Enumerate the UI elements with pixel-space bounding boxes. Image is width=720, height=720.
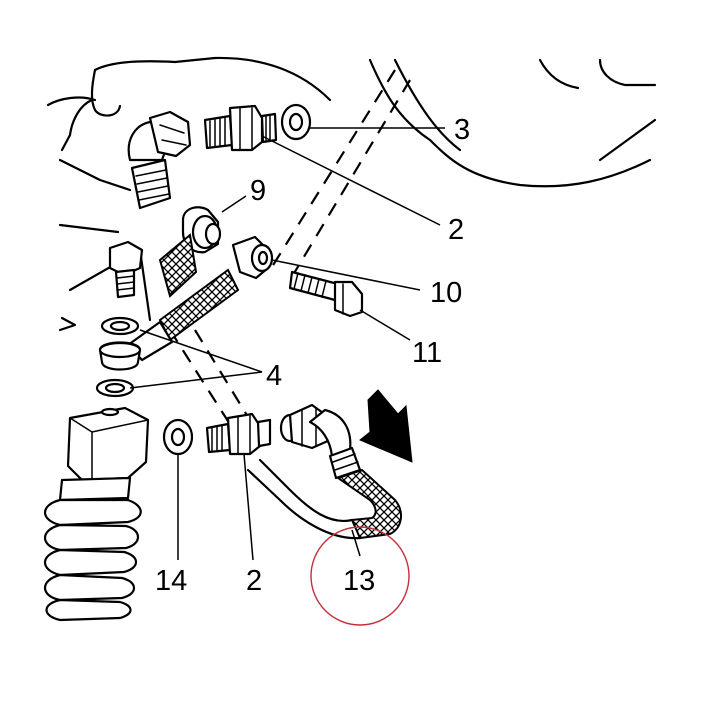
callout-2-bottom: 2 bbox=[246, 565, 262, 597]
left-washer-upper bbox=[100, 316, 140, 336]
pump-body-bottom-left bbox=[43, 406, 150, 622]
callout-10: 10 bbox=[430, 277, 462, 309]
lower-union-bolt bbox=[205, 412, 272, 456]
callout-14: 14 bbox=[155, 565, 187, 597]
leader-lines bbox=[129, 127, 445, 561]
upper-sealing-washer bbox=[280, 103, 312, 141]
lower-sealing-washer bbox=[162, 418, 194, 456]
callout-4: 4 bbox=[266, 360, 282, 392]
callout-2-top: 2 bbox=[448, 214, 464, 246]
braided-hose-middle bbox=[126, 233, 240, 362]
flow-direction-arrow-icon bbox=[359, 389, 413, 463]
upper-union-bolt bbox=[203, 104, 278, 152]
bolt-11 bbox=[288, 270, 364, 318]
lower-hose-assembly bbox=[246, 403, 402, 540]
left-spacer bbox=[98, 341, 142, 371]
callout-13: 13 bbox=[343, 565, 375, 597]
upper-banjo-fitting bbox=[127, 110, 192, 210]
callout-3: 3 bbox=[454, 114, 470, 146]
left-washer-lower bbox=[95, 378, 135, 398]
left-banjo-bolt bbox=[108, 240, 144, 299]
hose-connector-10 bbox=[231, 235, 274, 280]
highlight-circle bbox=[310, 526, 410, 626]
callout-9: 9 bbox=[250, 175, 266, 207]
callout-11: 11 bbox=[412, 337, 442, 369]
